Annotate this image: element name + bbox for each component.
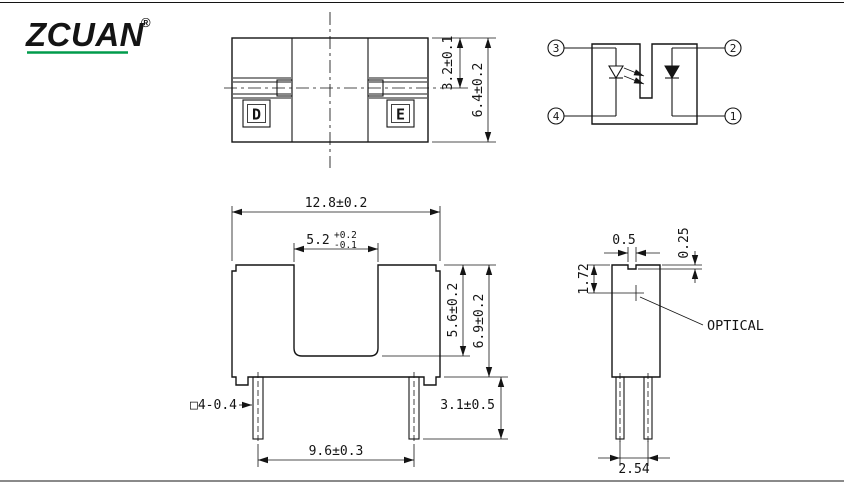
- circuit-schematic: 3 2 4 1: [547, 39, 742, 125]
- photodiode-symbol: [664, 65, 680, 79]
- dim-depth: 6.4±0.2: [471, 63, 486, 118]
- pin-2-label: 2: [730, 42, 737, 55]
- light-arrow-icon: [623, 75, 645, 85]
- front-view: 12.8±0.2 5.2 +0.2 -0.1 5.6±0.2 6.9±0.2 3…: [190, 196, 508, 467]
- pin-4-label: 4: [553, 110, 560, 123]
- dim-edge-offset: 0.25: [677, 227, 692, 258]
- dim-lead-span: 9.6±0.3: [309, 444, 364, 459]
- dim-lead-section: □4-0.4: [190, 398, 237, 413]
- dim-lead-pitch: 2.54: [618, 462, 649, 477]
- dim-half-depth: 3.2±0.1: [441, 36, 456, 91]
- dim-body-height: 6.9±0.2: [472, 294, 487, 349]
- dim-aperture: 0.5: [612, 233, 635, 248]
- dim-center-offset: 1.72: [577, 263, 592, 294]
- pin-balloon: [724, 39, 742, 57]
- schematic-housing-outline: [591, 43, 698, 125]
- led-symbol: [608, 65, 624, 80]
- marking-letter-d: D: [252, 106, 261, 124]
- top-view: D E 3.2±0.1 6.4±0.2: [224, 12, 496, 168]
- dim-slot-depth: 5.6±0.2: [446, 283, 461, 338]
- registered-mark-icon: ®: [141, 15, 151, 30]
- pin-balloon: [547, 107, 565, 125]
- dim-slot-tol-plus: +0.2: [334, 230, 357, 241]
- logo-text: ZCUAN: [25, 16, 145, 53]
- pin-1-label: 1: [730, 110, 737, 123]
- logo: ZCUAN ®: [25, 15, 151, 54]
- dim-body-width: 12.8±0.2: [305, 196, 368, 211]
- dim-slot-width: 5.2: [306, 233, 329, 248]
- marking-box-e: [386, 99, 415, 128]
- side-view-body-outline: [611, 264, 661, 378]
- front-view-body-outline: [231, 264, 441, 386]
- side-view: OPTICAL 0.5 0.25 1.72 2.54: [577, 227, 764, 477]
- light-arrow-icon: [623, 67, 645, 77]
- marking-box-d-inner: [247, 104, 266, 123]
- marking-letter-e: E: [396, 106, 405, 124]
- leader-line: [639, 296, 704, 326]
- optical-label: OPTICAL: [707, 318, 764, 334]
- dim-slot-tol-minus: -0.1: [334, 240, 357, 251]
- pin-balloon: [547, 39, 565, 57]
- pin-balloon: [724, 107, 742, 125]
- marking-box-e-inner: [391, 104, 410, 123]
- marking-box-d: [242, 99, 271, 128]
- dim-lead-length: 3.1±0.5: [440, 398, 495, 413]
- pin-3-label: 3: [553, 42, 560, 55]
